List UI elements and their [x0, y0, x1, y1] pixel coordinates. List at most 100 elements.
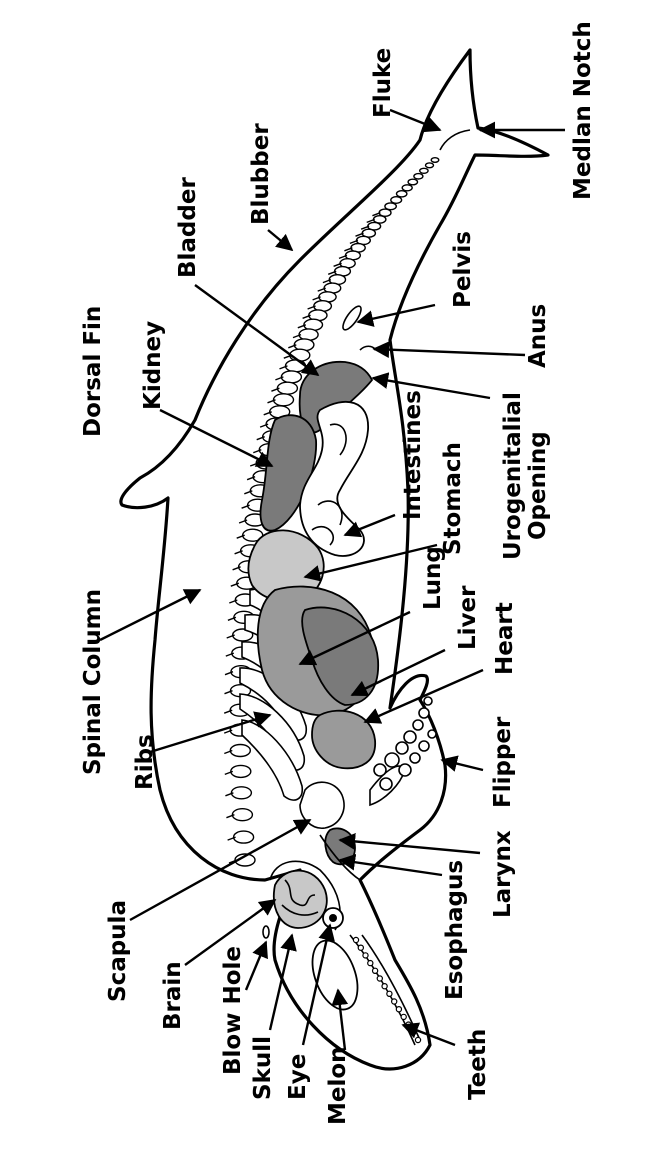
organs: [247, 361, 379, 881]
label-scapula: Scapula: [105, 900, 131, 1002]
vertebra-process: [338, 254, 348, 260]
vertebra-process: [226, 634, 235, 639]
vertebra-process: [288, 344, 297, 349]
vertebra: [407, 178, 419, 186]
vertebra-process: [232, 566, 241, 571]
vertebra-process: [246, 476, 256, 481]
vertebra: [232, 830, 255, 844]
blow-hole-shape: [262, 925, 270, 939]
tooth: [357, 944, 364, 951]
vertebra: [384, 202, 397, 211]
vertebra-process: [302, 314, 311, 319]
vertebra-process: [317, 287, 326, 292]
vertebra-process: [344, 247, 353, 252]
label-intestines: Intestines: [400, 390, 426, 520]
tooth: [400, 1013, 407, 1021]
vertebra-process: [275, 376, 284, 381]
vertebra-process: [333, 262, 342, 267]
label-melon: Melon: [325, 1046, 351, 1125]
label-skull: Skull: [250, 1036, 276, 1100]
tooth: [376, 975, 383, 982]
vertebra-process: [236, 534, 245, 539]
vertebra-process: [256, 436, 265, 441]
label-median-notch: Medlan Notch: [570, 21, 596, 200]
vertebra-process: [224, 671, 234, 676]
vertebra-process: [259, 423, 269, 428]
label-anus: Anus: [525, 304, 551, 368]
vertebra-process: [224, 690, 233, 695]
vertebra-process: [224, 770, 234, 776]
label-fluke: Fluke: [370, 48, 396, 118]
vertebra-process: [244, 490, 253, 495]
vertebra-process: [223, 729, 233, 734]
vertebra-process: [322, 278, 332, 284]
vertebra: [390, 195, 403, 204]
vertebra-process: [279, 365, 288, 370]
vertebra: [424, 162, 435, 169]
vertebra: [395, 189, 408, 198]
kidney-shape: [259, 414, 317, 532]
vertebra: [413, 172, 424, 180]
vertebra-process: [360, 225, 370, 230]
flipper-bones: [369, 696, 437, 807]
vertebra: [230, 786, 253, 800]
label-blubber: Blubber: [248, 123, 274, 225]
tooth: [386, 990, 393, 998]
vertebra-process: [307, 305, 316, 310]
label-blow-hole: Blow Hole: [220, 946, 246, 1075]
vertebra-process: [292, 333, 302, 339]
vertebra-process: [271, 387, 280, 392]
dolphin-body: [119, 48, 550, 1071]
vertebra: [230, 764, 252, 779]
intestines-shape: [299, 401, 369, 557]
vertebra-process: [234, 550, 243, 555]
label-heart: Heart: [492, 602, 518, 675]
vertebra-process: [224, 749, 233, 755]
vertebra-process: [226, 814, 235, 819]
label-kidney: Kidney: [140, 321, 166, 410]
label-ribs: Ribs: [132, 734, 158, 790]
vertebra-process: [241, 504, 250, 509]
tooth: [371, 967, 379, 975]
vertebra: [234, 853, 256, 867]
heart-shape: [311, 709, 376, 770]
vertebra: [401, 184, 413, 192]
label-spinal-column: Spinal Column: [80, 589, 106, 775]
label-bladder: Bladder: [175, 177, 201, 278]
vertebra-process: [349, 239, 359, 245]
label-larynx: Larynx: [490, 830, 516, 918]
label-flipper: Flipper: [490, 716, 516, 808]
vertebra-process: [238, 519, 248, 524]
vertebra-process: [225, 652, 235, 657]
tooth: [414, 1036, 422, 1044]
tooth: [367, 959, 374, 967]
vertebra-process: [327, 270, 337, 275]
vertebra-process: [225, 792, 234, 797]
vertebra-process: [312, 296, 321, 301]
vertebra: [231, 808, 254, 822]
label-lung: Lung: [420, 546, 446, 610]
label-liver: Liver: [455, 585, 481, 650]
fluke-fin: [439, 129, 471, 151]
vertebra-process: [297, 324, 307, 329]
labels: Fluke Medlan Notch Blubber Bladder Pelvi…: [80, 21, 596, 1125]
leader-arrows: [99, 108, 565, 1051]
tooth: [391, 998, 398, 1005]
vertebra: [276, 381, 299, 395]
vertebra-process: [227, 836, 236, 841]
liver-shape: [301, 606, 379, 706]
label-pelvis: Pelvis: [450, 231, 476, 308]
vertebra-process: [227, 616, 237, 621]
vertebra: [280, 370, 303, 384]
larynx-shape: [324, 827, 356, 866]
vertebra: [430, 156, 440, 163]
label-urogenital-1: Urogenitalial: [500, 392, 526, 560]
tooth: [395, 1006, 403, 1013]
vertebra: [284, 359, 307, 373]
tooth: [352, 936, 360, 944]
vertebra-process: [253, 449, 262, 454]
vertebra-process: [355, 232, 364, 237]
vertebra-process: [230, 582, 240, 587]
vertebra-process: [372, 212, 381, 217]
vertebra: [231, 628, 254, 642]
